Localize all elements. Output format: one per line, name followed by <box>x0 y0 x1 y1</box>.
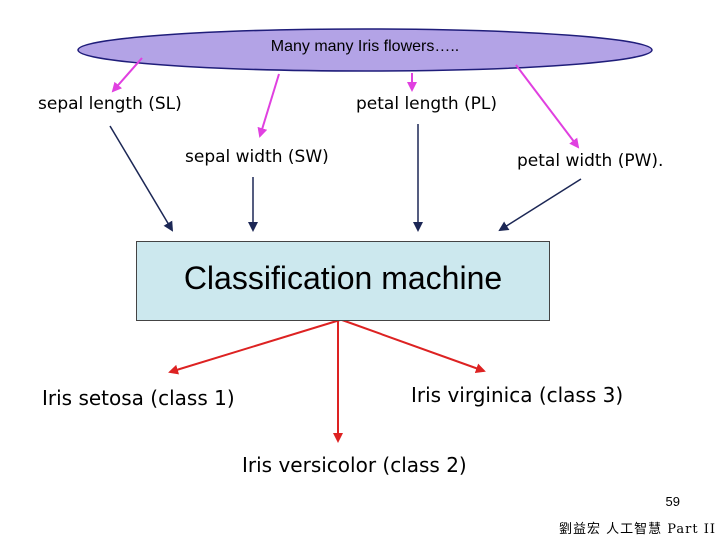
feature-petal-width: petal width (PW). <box>517 151 664 171</box>
arrow-source-to-sw <box>257 73 280 138</box>
class-iris-setosa: Iris setosa (class 1) <box>42 386 235 410</box>
feature-sepal-width: sepal width (SW) <box>185 147 329 167</box>
page-number: 59 <box>665 494 680 509</box>
arrow-source-to-pw <box>515 64 580 149</box>
classification-machine-label: Classification machine <box>183 260 503 296</box>
class-iris-versicolor: Iris versicolor (class 2) <box>242 453 467 477</box>
feature-petal-length: petal length (PL) <box>356 94 498 114</box>
arrow-sl-to-machine <box>109 125 174 232</box>
arrow-machine-to-setosa <box>168 319 341 375</box>
footer-credit: 劉益宏 人工智慧 Part II <box>558 522 716 537</box>
arrow-pw-to-machine <box>498 178 582 232</box>
source-label: Many many Iris flowers….. <box>270 38 460 55</box>
class-iris-virginica: Iris virginica (class 3) <box>411 383 624 407</box>
source-ellipse <box>77 28 653 72</box>
arrow-source-to-sl <box>111 57 143 93</box>
arrow-machine-to-virginica <box>341 319 486 374</box>
feature-sepal-length: sepal length (SL) <box>38 94 182 114</box>
classification-machine-box <box>136 241 550 321</box>
